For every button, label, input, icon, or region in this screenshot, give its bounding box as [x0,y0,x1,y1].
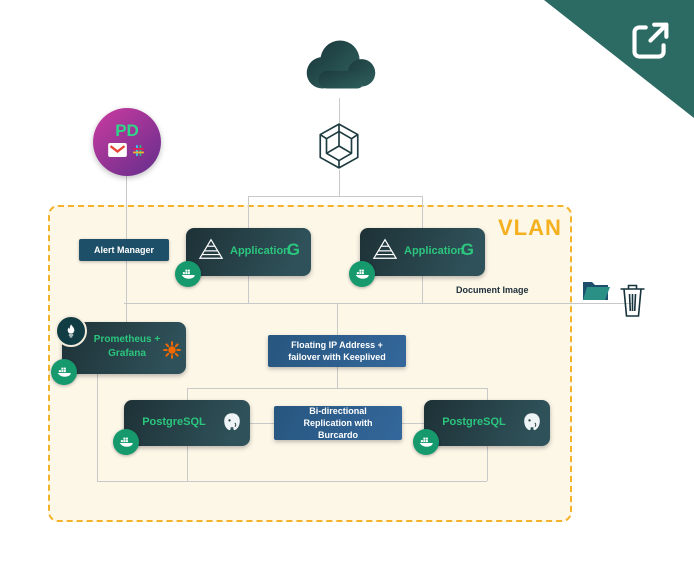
docker-whale-icon [175,261,201,287]
connector-line [487,446,488,481]
connector-line [339,170,340,196]
floating-ip-label: Floating IP Address + failover with Keep… [288,339,386,362]
alert-manager-label: Alert Manager [93,245,155,255]
replication-label: Bi-directional Replication with Burcardo [303,405,373,441]
pyramid-icon [372,237,398,261]
connector-line [402,423,424,424]
application-node-1: Application G [175,228,311,287]
document-image-label: Document Image [456,285,529,295]
docker-whale-icon [51,359,77,385]
connector-line [187,446,188,481]
connector-line [337,303,338,335]
external-link-icon[interactable] [627,19,672,64]
floating-ip-node: Floating IP Address + failover with Keep… [268,335,406,367]
cloud-icon [293,34,387,98]
connector-line [487,388,488,400]
pagerduty-label: PD [115,120,139,140]
postgresql-elephant-icon [221,411,243,433]
connector-line [248,196,249,228]
g-logo-icon: G [460,240,474,259]
load-balancer-icon [314,120,364,172]
postgresql-elephant-icon [521,411,543,433]
vlan-label: VLAN [498,215,562,240]
corner-banner [544,0,694,118]
connector-line [248,276,249,303]
pyramid-icon [198,237,224,261]
grafana-icon [163,341,181,359]
connector-line [97,374,98,481]
g-logo-icon: G [286,240,300,259]
prometheus-grafana-label: Prometheus + Grafana [93,334,161,359]
connector-line [248,196,423,197]
connector-line [187,388,188,400]
connector-line [124,303,632,304]
integrations-badge: PD [93,108,161,176]
docker-whale-icon [113,429,139,455]
connector-line [250,423,274,424]
prometheus-icon [55,315,87,347]
application-node-2: Application G [349,228,485,287]
connector-line [126,175,127,239]
slack-icon [131,143,146,163]
alert-manager-node: Alert Manager [79,239,169,261]
application-label: Application [404,245,464,257]
application-label: Application [230,245,290,257]
postgresql-label: PostgreSQL [442,416,506,428]
connector-line [97,481,487,482]
connector-line [126,261,127,322]
docker-whale-icon [413,429,439,455]
connector-line [337,367,338,388]
connector-line [187,388,487,389]
postgresql-node-2: PostgreSQL [413,400,550,455]
connector-line [422,276,423,303]
postgresql-label: PostgreSQL [142,416,206,428]
trash-icon [619,282,646,318]
gmail-icon [108,143,127,162]
connector-line [422,196,423,228]
connector-line [339,98,340,124]
replication-node: Bi-directional Replication with Burcardo [274,406,402,440]
prometheus-grafana-node: Prometheus + Grafana [51,315,186,385]
docker-whale-icon [349,261,375,287]
postgresql-node-1: PostgreSQL [113,400,250,455]
folder-icon [582,278,610,301]
